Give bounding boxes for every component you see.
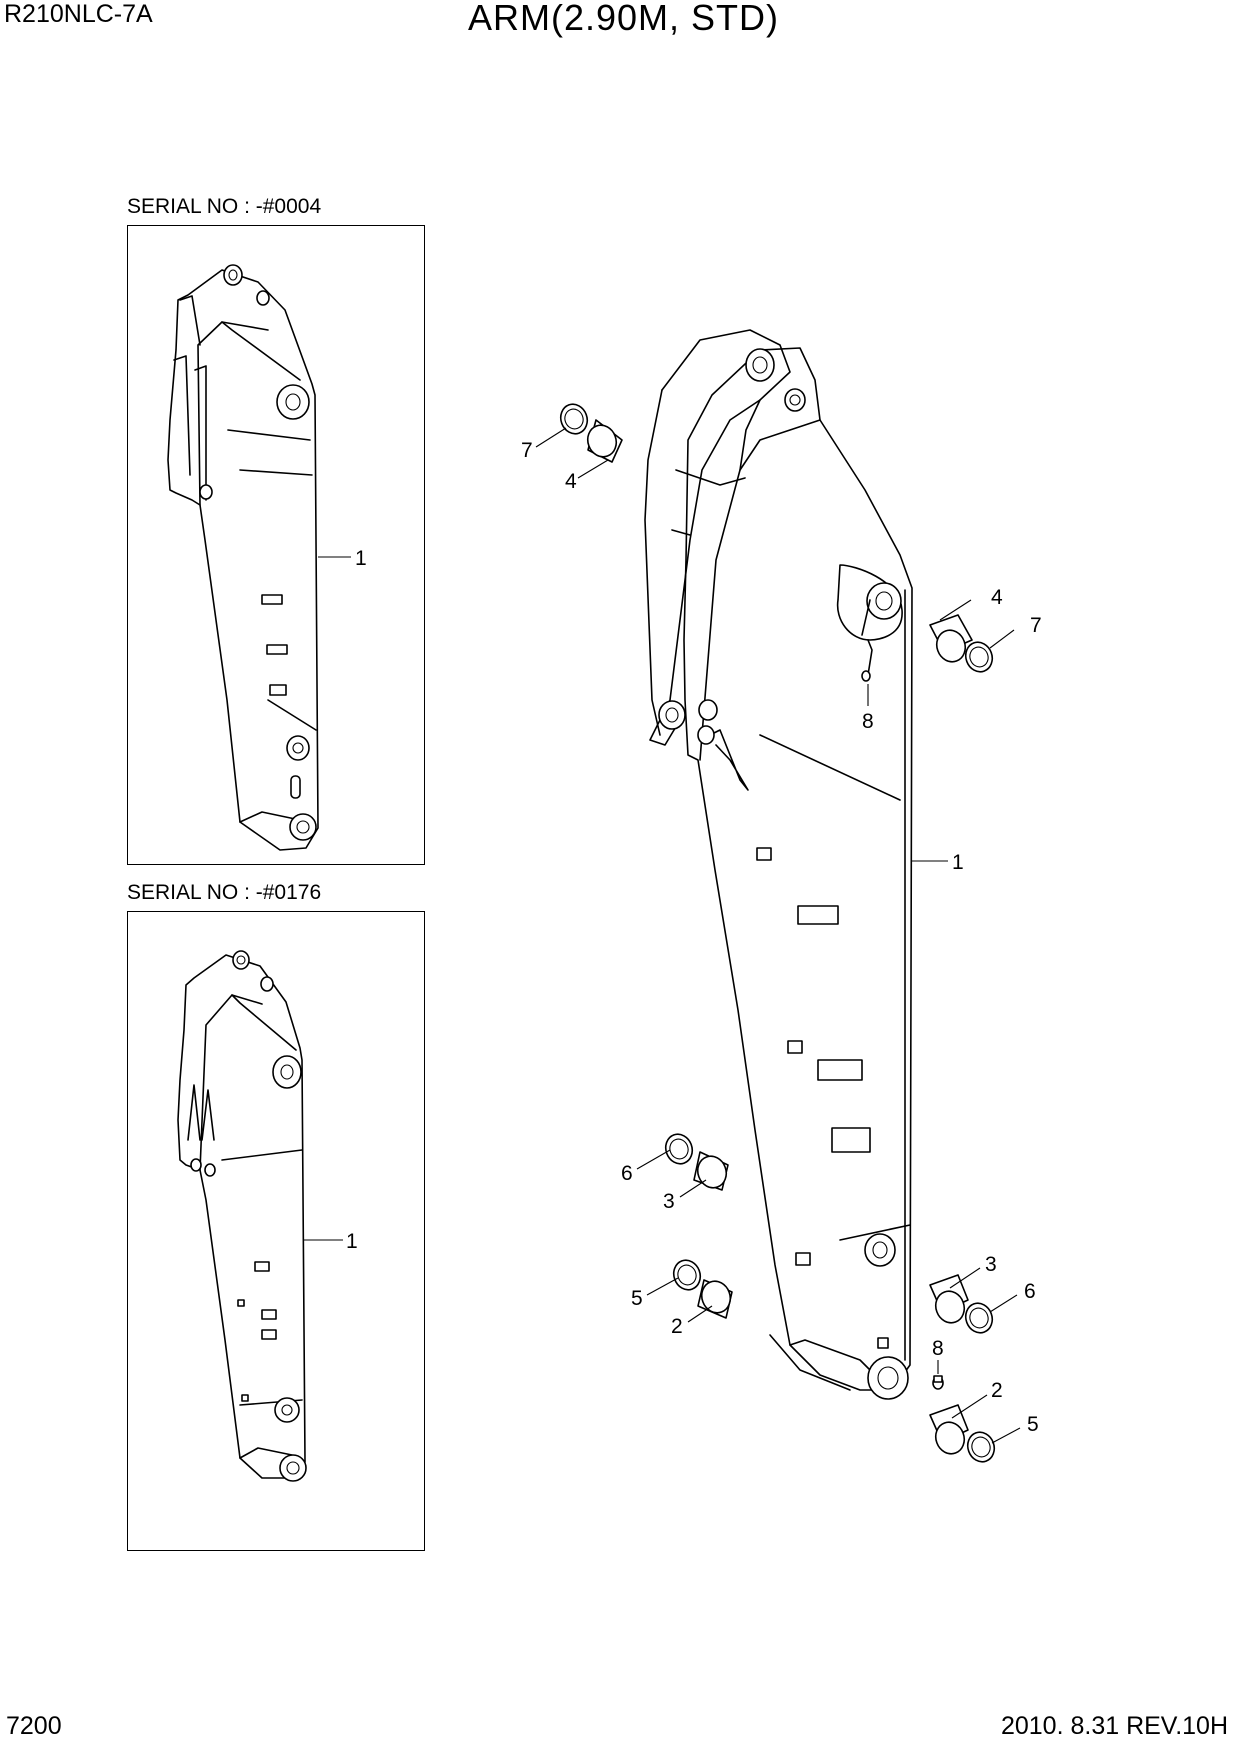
bushing-upper-right xyxy=(929,614,994,673)
model-number: R210NLC-7A xyxy=(4,0,153,28)
callout-4-upper-right: 4 xyxy=(991,586,1003,609)
callout-8-upper: 8 xyxy=(862,710,874,733)
callout-7-upper-right: 7 xyxy=(1030,614,1042,637)
inset1-arm-drawing xyxy=(167,264,319,851)
leader-lines xyxy=(535,427,1021,1444)
callout-5-left: 5 xyxy=(631,1287,643,1310)
bushing-middle-left xyxy=(664,1133,729,1191)
grease-nipple-lower xyxy=(932,1375,944,1390)
callout-3-right: 3 xyxy=(985,1253,997,1276)
serial-label-2: SERIAL NO : -#0176 xyxy=(127,881,322,904)
page-number: 7200 xyxy=(6,1712,62,1740)
bushing-lower-right xyxy=(929,1404,996,1463)
callout-3-left: 3 xyxy=(663,1190,675,1213)
callout-8-lower: 8 xyxy=(932,1337,944,1360)
grease-nipple-upper xyxy=(861,670,871,682)
serial-label-1: SERIAL NO : -#0004 xyxy=(127,195,322,218)
bushing-lower-left xyxy=(672,1259,733,1319)
callout-2-left: 2 xyxy=(671,1315,683,1338)
callout-6-left: 6 xyxy=(621,1162,633,1185)
revision-date: 2010. 8.31 REV.10H xyxy=(1000,1712,1228,1740)
callout-4-upper-left: 4 xyxy=(565,470,577,493)
main-arm-drawing xyxy=(644,329,913,1400)
bushing-upper-left xyxy=(559,403,623,463)
inset2-arm-drawing xyxy=(177,950,307,1482)
inset2-callout-1: 1 xyxy=(346,1230,358,1253)
inset-panel-1 xyxy=(127,225,425,865)
bushing-middle-right xyxy=(929,1274,994,1334)
callout-2-right: 2 xyxy=(991,1379,1003,1402)
callout-5-right: 5 xyxy=(1027,1413,1039,1436)
callout-6-right: 6 xyxy=(1024,1280,1036,1303)
inset-panel-2 xyxy=(127,911,425,1551)
callout-1-main: 1 xyxy=(952,851,964,874)
inset1-callout-1: 1 xyxy=(355,547,367,570)
page-title: ARM(2.90M, STD) xyxy=(468,0,780,38)
callout-7-upper-left: 7 xyxy=(521,439,533,462)
